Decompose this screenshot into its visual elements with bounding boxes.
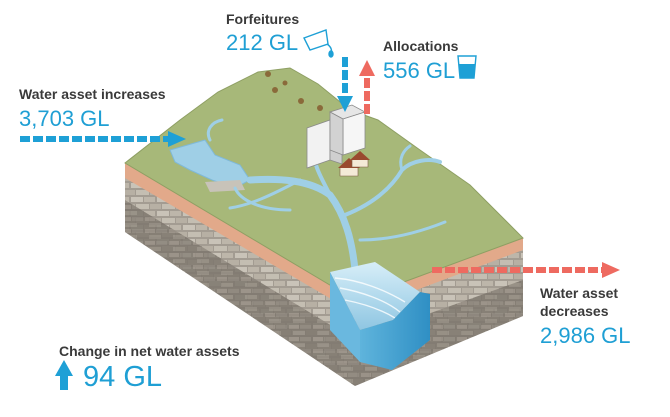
net-change-value: 94 GL [83, 361, 162, 393]
decreases-label-line2: decreases [540, 303, 609, 319]
lake [169, 139, 251, 189]
decreases-arrow [432, 262, 620, 278]
increases-value: 3,703 GL [19, 106, 110, 131]
forfeitures-arrow [337, 57, 353, 112]
waterfall [330, 262, 430, 370]
soil-left-face [125, 163, 355, 386]
up-arrow-icon [55, 360, 73, 390]
trees [265, 71, 323, 111]
dam-wall [205, 180, 245, 192]
tipping-glass-icon [303, 29, 334, 58]
decreases-label-line1: Water asset [540, 285, 619, 301]
allocations-label: Allocations [383, 38, 459, 54]
increases-arrow [20, 131, 186, 147]
city-buildings [306, 104, 367, 169]
allocations-arrow [359, 60, 375, 114]
forfeitures-label: Forfeitures [226, 11, 300, 27]
increases-label: Water asset increases [19, 86, 166, 102]
houses [338, 151, 370, 177]
net-change-label: Change in net water assets [59, 343, 240, 359]
allocations-value: 556 GL [383, 58, 456, 83]
water-glass-icon [457, 55, 477, 79]
decreases-value: 2,986 GL [540, 323, 631, 348]
forfeitures-value: 212 GL [226, 30, 299, 55]
